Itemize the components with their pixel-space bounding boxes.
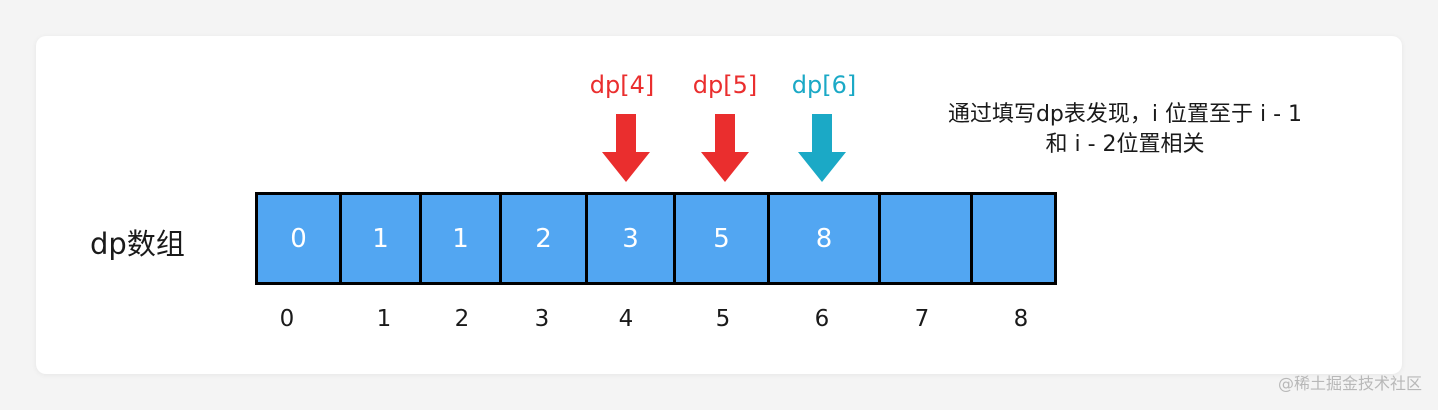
note-line-2: 和 i - 2位置相关 (1045, 132, 1205, 157)
observation-note: 通过填写dp表发现，i 位置至于 i - 1 和 i - 2位置相关 (905, 100, 1345, 160)
array-index: 0 (279, 306, 295, 332)
array-index: 2 (454, 306, 470, 332)
array-cell-0: 0 (258, 195, 339, 282)
pointer-label-dp5: dp[5] (692, 71, 758, 99)
array-index: 8 (1013, 306, 1029, 332)
down-arrow-icon (701, 114, 749, 182)
note-line-1: 通过填写dp表发现，i 位置至于 i - 1 (947, 102, 1303, 127)
array-index: 1 (376, 306, 392, 332)
pointer-label-dp4: dp[4] (589, 71, 655, 99)
array-cell-4: 3 (588, 195, 673, 282)
dp-array: 0 1 1 2 3 5 8 (255, 192, 1057, 285)
array-index: 7 (914, 306, 930, 332)
down-arrow-icon (602, 114, 650, 182)
array-cell-5: 5 (676, 195, 767, 282)
array-cell-3: 2 (502, 195, 585, 282)
array-index: 6 (814, 306, 830, 332)
array-cell-1: 1 (342, 195, 419, 282)
array-cell-8 (973, 195, 1054, 282)
pointer-label-dp6: dp[6] (791, 71, 857, 99)
array-index: 3 (534, 306, 550, 332)
down-arrow-icon (798, 114, 846, 182)
array-label: dp数组 (90, 227, 185, 261)
array-index: 5 (715, 306, 731, 332)
array-index: 4 (618, 306, 634, 332)
array-cell-2: 1 (422, 195, 499, 282)
array-cell-6: 8 (770, 195, 878, 282)
array-cell-7 (881, 195, 970, 282)
watermark: @稀土掘金技术社区 (1277, 374, 1422, 393)
